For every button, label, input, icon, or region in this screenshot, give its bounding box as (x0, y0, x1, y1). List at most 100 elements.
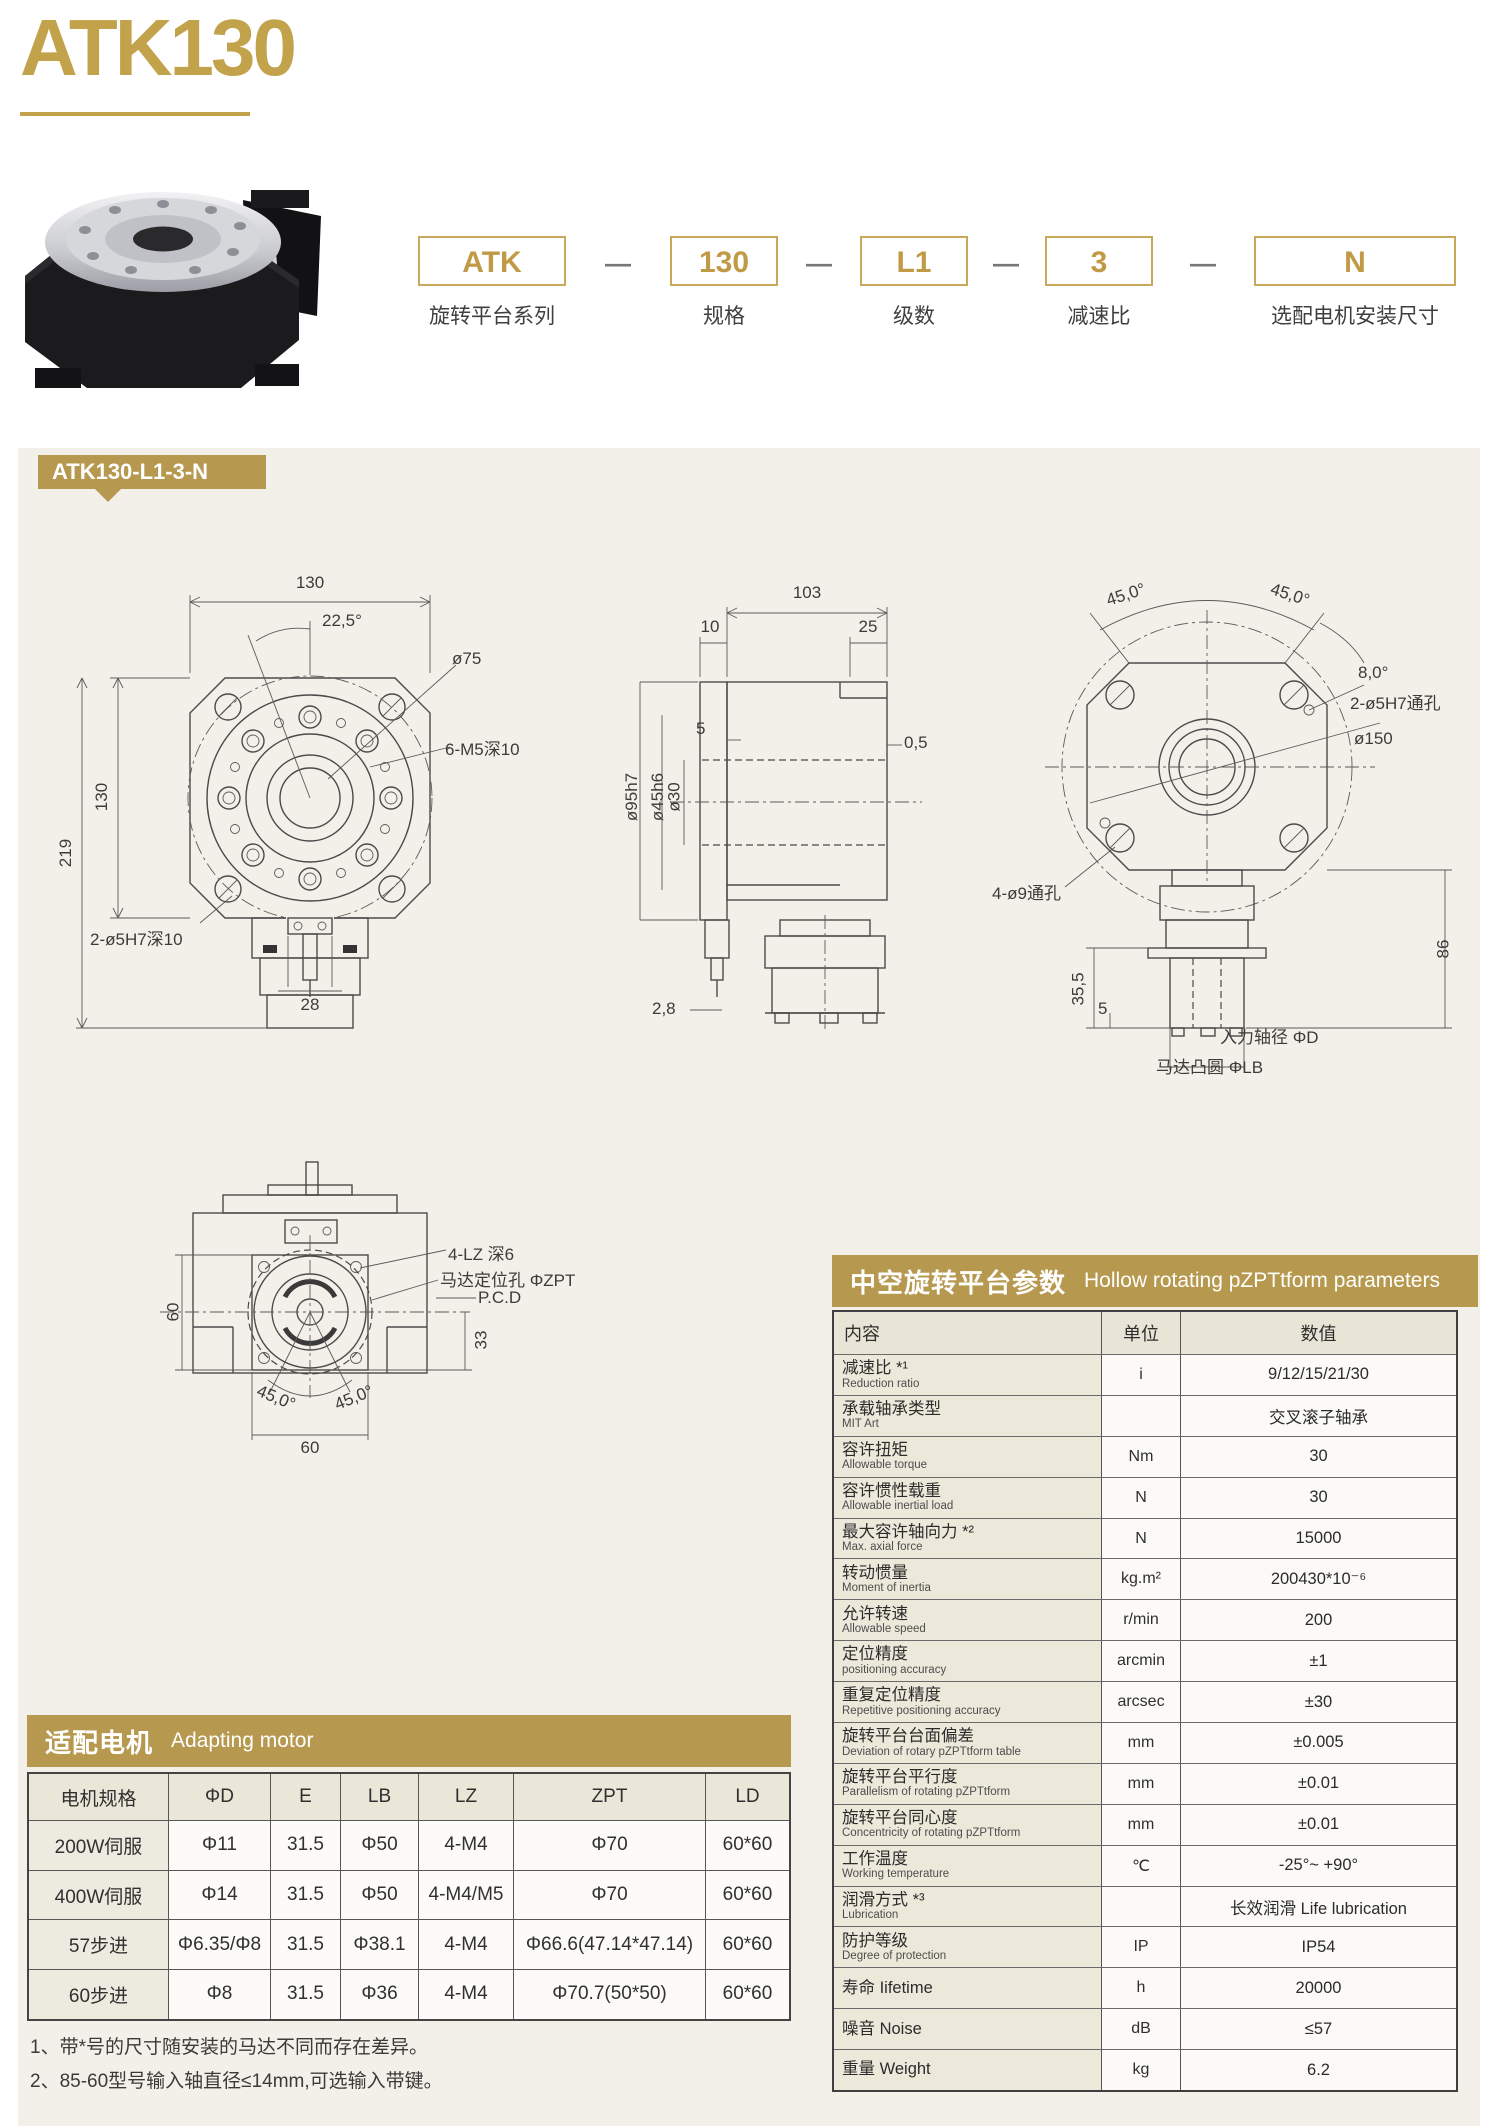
rear-view-drawing (1045, 600, 1452, 1070)
params-table-row: 防护等级 Degree of protection IP IP54 (834, 1926, 1456, 1968)
params-table-row: 承载轴承类型 MIT Art 交叉滚子轴承 (834, 1394, 1456, 1436)
dim-rear-boss: 马达凸圆 ΦLB (1156, 1058, 1264, 1077)
dim-side-30: ø30 (664, 782, 684, 812)
params-table-row: 寿命 Iifetime h 20000 (834, 1967, 1456, 2009)
section-tab-pointer (95, 489, 121, 502)
param-unit: IP (1101, 1927, 1180, 1968)
param-unit: i (1101, 1355, 1180, 1395)
bottom-view-drawing (160, 1161, 476, 1440)
param-label: 承载轴承类型 MIT Art (834, 1395, 1101, 1436)
motor-lz: 4-M4 (418, 1970, 513, 2019)
motor-lb: Φ36 (340, 1970, 418, 2019)
param-unit: N (1101, 1477, 1180, 1518)
param-label-cn: 润滑方式 *³ (842, 1890, 925, 1909)
dim-rear-pin: 2-ø5H7通孔 (1350, 694, 1441, 713)
footnote-2: 2、85-60型号输入轴直径≤14mm,可选输入带键。 (30, 2071, 443, 2092)
param-label-en: Working temperature (842, 1868, 950, 1881)
param-label-cn: 容许扭矩 (842, 1441, 908, 1460)
model-separator: — (1190, 248, 1216, 278)
dim-rear-355: 35,5 (1068, 972, 1088, 1006)
param-label: 容许扭矩 Allowable torque (834, 1436, 1101, 1477)
param-label-en: Allowable inertial load (842, 1500, 954, 1513)
model-box-ratio: 3 (1045, 236, 1153, 286)
param-unit: N (1101, 1518, 1180, 1559)
param-label-cn: 减速比 *¹ (842, 1359, 908, 1378)
motor-e: 31.5 (270, 1970, 340, 2019)
motor-col-ld: LD (705, 1774, 789, 1820)
motor-col-lb: LB (340, 1774, 418, 1820)
model-label-series: 旋转平台系列 (429, 305, 555, 328)
param-unit: mm (1101, 1804, 1180, 1845)
param-label: 允许转速 Allowable speed (834, 1600, 1101, 1641)
params-col-content: 内容 (844, 1324, 880, 1344)
side-view-drawing (639, 607, 922, 1030)
motor-zpt: Φ70.7(50*50) (513, 1970, 705, 2019)
front-view: 130 22,5° ø75 6-M5深10 130 219 2-ø5H7深10 … (56, 555, 520, 1055)
dim-side-10: 10 (700, 617, 720, 636)
param-label: 旋转平台平行度 Parallelism of rotating pZPTtfor… (834, 1763, 1101, 1804)
motor-lb: Φ50 (340, 1821, 418, 1870)
dim-front-shaft: 28 (300, 995, 320, 1014)
param-unit: h (1101, 1968, 1180, 2009)
param-label: 工作温度 Working temperature (834, 1845, 1101, 1886)
param-value: 交叉滚子轴承 (1180, 1395, 1456, 1436)
product-photo (15, 138, 327, 394)
param-label-cn: 重复定位精度 (842, 1686, 941, 1705)
param-unit: arcmin (1101, 1641, 1180, 1682)
param-value: 6.2 (1180, 2050, 1456, 2091)
motor-ld: 60*60 (705, 1821, 789, 1870)
param-unit (1101, 1886, 1180, 1927)
param-label-en: Parallelism of rotating pZPTtform (842, 1786, 1011, 1799)
motor-d: Φ14 (168, 1870, 270, 1920)
product-photo-art (25, 190, 321, 388)
dim-front-total: 219 (56, 838, 76, 868)
motor-spec: 57步进 (29, 1920, 168, 1970)
params-section-header: 中空旋转平台参数 Hollow rotating pZPTtform param… (832, 1255, 1478, 1307)
motor-col-e: E (270, 1774, 340, 1820)
param-label-cn: 允许转速 (842, 1604, 908, 1623)
dim-rear-86: 86 (1433, 939, 1453, 959)
motor-d: Φ8 (168, 1970, 270, 2019)
motor-table-row: 60步进 Φ8 31.5 Φ36 4-M4 Φ70.7(50*50) 60*60 (29, 1969, 789, 2019)
model-box-motor-mount: N (1254, 236, 1456, 286)
dim-rear-5: 5 (1098, 999, 1108, 1018)
param-label: 噪音 Noise (834, 2009, 1101, 2050)
params-table-row: 重复定位精度 Repetitive positioning accuracy a… (834, 1681, 1456, 1723)
motor-table-row: 200W伺服 Φ11 31.5 Φ50 4-M4 Φ70 60*60 (29, 1820, 789, 1870)
motor-spec: 60步进 (29, 1970, 168, 2019)
param-label: 转动惯量 Moment of inertia (834, 1559, 1101, 1600)
model-box-series: ATK (418, 236, 566, 286)
param-value: ±1 (1180, 1641, 1456, 1682)
motor-d: Φ6.35/Φ8 (168, 1920, 270, 1970)
param-label-en: positioning accuracy (842, 1663, 947, 1676)
param-unit: Nm (1101, 1436, 1180, 1477)
dim-front-bolt-circle: ø75 (452, 649, 482, 668)
param-label: 旋转平台同心度 Concentricity of rotating pZPTtf… (834, 1804, 1101, 1845)
motor-header-en: Adapting motor (171, 1729, 314, 1752)
dim-bottom-60-left: 60 (163, 1302, 183, 1322)
model-box-size: 130 (670, 236, 778, 286)
param-value: ±0.005 (1180, 1723, 1456, 1763)
motor-table-header-row: 电机规格 ΦD E LB LZ ZPT LD (29, 1774, 789, 1820)
motor-table-row: 400W伺服 Φ14 31.5 Φ50 4-M4/M5 Φ70 60*60 (29, 1869, 789, 1920)
param-label: 定位精度 positioning accuracy (834, 1641, 1101, 1682)
param-label: 防护等级 Degree of protection (834, 1927, 1101, 1968)
motor-ld: 60*60 (705, 1970, 789, 2019)
param-value: 200 (1180, 1600, 1456, 1641)
motor-ld: 60*60 (705, 1920, 789, 1970)
dim-side-5: 5 (696, 719, 706, 738)
param-unit: kg (1101, 2050, 1180, 2091)
param-label-cn: 防护等级 (842, 1931, 908, 1950)
param-label-cn: 旋转平台平行度 (842, 1768, 958, 1787)
side-view: 103 10 25 5 0,5 ø95h7 ø45h6 ø30 2,8 (610, 555, 1050, 1075)
section-tab: ATK130-L1-3-N (38, 455, 266, 489)
param-label-en: Allowable speed (842, 1622, 926, 1635)
param-label: 容许惯性载重 Allowable inertial load (834, 1477, 1101, 1518)
params-table-row: 旋转平台台面偏差 Deviation of rotary pZPTtform t… (834, 1722, 1456, 1763)
dim-front-pin: 2-ø5H7深10 (90, 930, 183, 949)
param-value: 20000 (1180, 1968, 1456, 2009)
motor-lb: Φ38.1 (340, 1920, 418, 1970)
dim-bottom-lz: 4-LZ 深6 (448, 1245, 515, 1264)
params-table-row: 容许扭矩 Allowable torque Nm 30 (834, 1435, 1456, 1477)
params-table: 内容 单位 数值 减速比 *¹ Reduction ratio i 9/12/1… (832, 1310, 1458, 2093)
